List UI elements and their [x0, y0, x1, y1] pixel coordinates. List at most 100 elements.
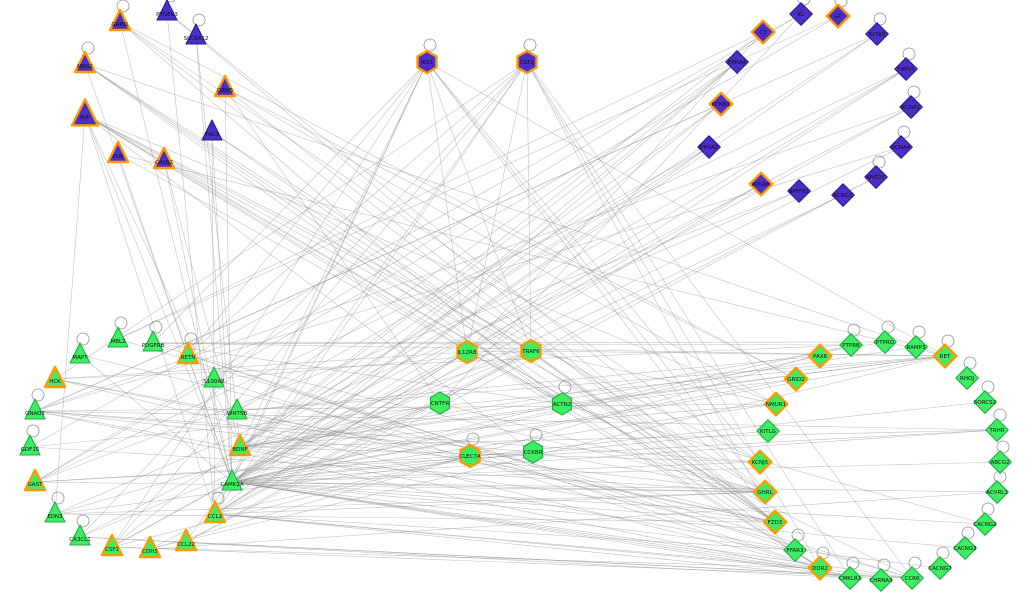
node-KITLG[interactable]: KITLG	[756, 419, 780, 443]
edge-RETN-FFAR3	[187, 354, 796, 551]
node-WNT5B[interactable]: WNT5B	[226, 398, 248, 420]
node-MAPT[interactable]: MAPT	[69, 332, 91, 364]
node-HCK[interactable]: HCK	[43, 365, 67, 389]
node-EPHA7[interactable]: EPHA7	[697, 135, 721, 159]
node-EPHA4[interactable]: EPHA4	[725, 50, 749, 74]
node-NMUR1[interactable]: NMUR1	[763, 391, 789, 417]
edge-WNT5B-FZD3	[236, 410, 776, 523]
node-PDGFRB[interactable]: PDGFRB	[142, 320, 165, 352]
node-RAMP3[interactable]: RAMP3	[904, 325, 928, 359]
dia-node-shape	[750, 19, 776, 45]
node-IL12RB[interactable]: IL12RB	[456, 339, 478, 365]
node-S100A8[interactable]: S100A8	[203, 366, 225, 388]
node-label: EDN3	[47, 514, 63, 520]
node-RETN[interactable]: RETN	[176, 332, 200, 365]
node-GRM5[interactable]: GRM5	[213, 74, 237, 98]
node-ATG9B[interactable]: ATG9B	[748, 171, 774, 197]
node-CACNG2[interactable]: CACNG2	[973, 502, 997, 536]
node-label: EPHA4	[728, 60, 747, 66]
node-NPFFR1[interactable]: NPFFR1	[787, 179, 811, 203]
node-PTGER3[interactable]: PTGER3	[156, 0, 178, 21]
node-GNAO1[interactable]: GNAO1	[24, 388, 46, 420]
edge-CSF2-CSF1	[111, 61, 528, 548]
node-DDR2[interactable]: DDR2	[807, 546, 833, 581]
node-CSF1[interactable]: CSF1	[100, 533, 124, 557]
node-C3[interactable]: C3	[750, 19, 776, 45]
node-CCR6[interactable]: CCR6	[900, 556, 924, 590]
edge-EPHA4-CCL2	[214, 61, 738, 515]
node-label: S100A8	[203, 379, 225, 385]
node-GRID2[interactable]: GRID2	[783, 366, 809, 392]
node-CHRNA3[interactable]: CHRNA3	[869, 558, 893, 592]
node-BDNF[interactable]: BDNF	[228, 433, 252, 457]
node-KCNG1[interactable]: KCNG1	[831, 183, 855, 207]
node-CX3CL1[interactable]: CX3CL1	[69, 514, 91, 546]
node-KCNA1[interactable]: KCNA1	[899, 85, 923, 119]
edge-CAMK2A-CACNG3	[231, 481, 966, 549]
node-KMT2C[interactable]: KMT2C	[864, 155, 888, 189]
tri-node-shape	[19, 434, 41, 456]
node-CACNG7[interactable]: CACNG7	[928, 546, 952, 580]
node-SLC6A12[interactable]: SLC6A12	[184, 13, 209, 45]
node-KCNB1[interactable]: KCNB1	[708, 91, 734, 117]
edge-GNAO1-TRHR	[34, 410, 998, 431]
node-MBL2[interactable]: MBL2	[107, 316, 129, 348]
node-CALB2[interactable]: CALB2	[152, 146, 176, 170]
node-TAC3[interactable]: TAC3	[201, 119, 223, 141]
node-CLEC7A[interactable]: CLEC7A	[459, 432, 481, 469]
node-CNTFR[interactable]: CNTFR	[429, 391, 451, 415]
node-ABCG2[interactable]: ABCG2	[988, 440, 1012, 474]
edge-IL12RB-CCL2	[214, 351, 468, 515]
node-label: CCKBR	[524, 450, 543, 456]
node-KCNA4[interactable]: KCNA4	[889, 125, 913, 159]
node-CDH5[interactable]: CDH5	[138, 535, 162, 559]
node-CAMK2A[interactable]: CAMK2A	[220, 469, 244, 491]
node-PLN[interactable]: PLN	[106, 140, 130, 164]
node-AVP[interactable]: AVP	[70, 98, 100, 127]
node-FFAR3[interactable]: FFAR3	[783, 528, 807, 562]
edge-KCNA1-CX3CL1	[79, 106, 912, 538]
node-IRS1[interactable]: IRS1	[416, 38, 438, 75]
node-SORCS2[interactable]: SORCS2	[973, 380, 997, 414]
edge-AVP-NMUR1	[84, 114, 777, 405]
node-RET[interactable]: RET	[932, 334, 958, 369]
node-label: GNAO1	[25, 411, 45, 417]
node-TRPV1[interactable]: TRPV1	[894, 47, 918, 81]
node-TRHR[interactable]: TRHR	[985, 408, 1009, 442]
node-NRG2[interactable]: NRG2	[73, 41, 97, 74]
node-KCNJ5[interactable]: KCNJ5	[747, 449, 773, 475]
dia-node-shape	[928, 556, 952, 580]
node-CCL22[interactable]: CCL22	[174, 528, 198, 552]
node-GAST[interactable]: GAST	[23, 468, 47, 492]
node-GHRL[interactable]: GHRL	[752, 479, 778, 505]
node-RHOJ[interactable]: RHOJ	[955, 356, 979, 390]
node-GRIN1[interactable]: GRIN1	[108, 0, 132, 32]
edge-CSF2-IL12RB	[466, 61, 528, 353]
node-CCL2[interactable]: CCL2	[203, 491, 227, 524]
edge-TRAF6-BDNF	[239, 350, 532, 448]
node-ACVRL1[interactable]: ACVRL1	[985, 470, 1009, 504]
node-ACTN2[interactable]: ACTN2	[551, 380, 573, 416]
node-CACNG3[interactable]: CACNG3	[953, 526, 977, 560]
node-KCNJ9[interactable]: KCNJ9	[865, 12, 889, 46]
node-GC[interactable]: GC	[825, 0, 851, 29]
node-PTPRO[interactable]: PTPRO	[873, 320, 897, 354]
tri-node-shape	[44, 501, 66, 523]
node-TRAF6[interactable]: TRAF6	[520, 338, 542, 364]
edge-BDNF-RET	[239, 355, 946, 448]
node-KL[interactable]: KL	[789, 0, 813, 26]
dia-node-shape	[807, 343, 833, 369]
node-PAX8[interactable]: PAX8	[807, 343, 833, 369]
node-CMKLR1[interactable]: CMKLR1	[838, 556, 862, 590]
edge-CCL2-GHRL	[214, 491, 766, 515]
node-PTPRB[interactable]: PTPRB	[839, 323, 863, 357]
edge-CSF2-CCR6	[526, 61, 913, 579]
node-CCKBR[interactable]: CCKBR	[522, 428, 544, 464]
node-GDF15[interactable]: GDF15	[19, 424, 41, 456]
edge-TRPV1-BDNF	[239, 68, 907, 448]
node-EDN3[interactable]: EDN3	[44, 491, 66, 523]
node-FZD3[interactable]: FZD3	[762, 509, 788, 535]
node-CSF2[interactable]: CSF2	[516, 38, 538, 75]
